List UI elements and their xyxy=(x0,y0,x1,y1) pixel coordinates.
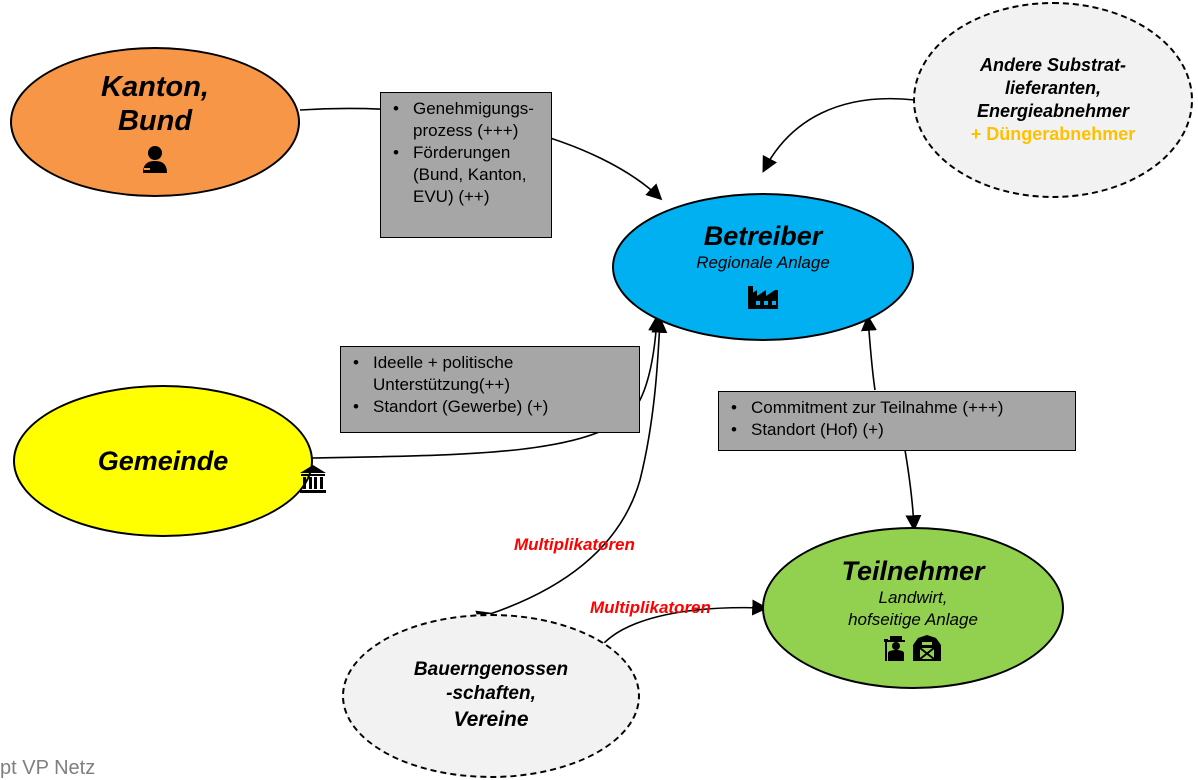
connector-andere-betreiber xyxy=(762,97,916,173)
note-box-gemeinde: Ideelle + politische Unterstützung(++) S… xyxy=(340,346,640,433)
betreiber-title: Betreiber xyxy=(703,221,823,251)
teilnehmer-title: Teilnehmer xyxy=(841,556,985,586)
connector-betreiber-teilnehmer xyxy=(904,449,922,532)
note-gemeinde-item: Standort (Gewerbe) (+) xyxy=(353,396,629,418)
andere-line2: lieferanten, xyxy=(1004,78,1102,98)
note-box-teilnehmer: Commitment zur Teilnahme (+++) Standort … xyxy=(718,391,1076,451)
label-multiplikatoren-2: Multiplikatoren xyxy=(590,598,711,617)
kanton-title-line2: Bund xyxy=(117,105,193,137)
farmer-icon xyxy=(884,636,905,661)
bauern-line3: Vereine xyxy=(453,708,529,731)
gemeinde-title: Gemeinde xyxy=(97,446,229,476)
bauern-line1: Bauerngenossen xyxy=(413,659,569,680)
andere-line3: Energieabnehmer xyxy=(976,101,1130,121)
node-gemeinde: Gemeinde xyxy=(13,385,313,537)
note-teilnehmer-item: Commitment zur Teilnahme (+++) xyxy=(731,397,1065,419)
footer-text: pt VP Netz xyxy=(0,757,96,779)
node-betreiber: Betreiber Regionale Anlage xyxy=(612,193,914,341)
node-kanton-bund: Kanton, Bund xyxy=(10,47,300,197)
andere-line4: + Düngerabnehmer xyxy=(970,124,1136,144)
node-teilnehmer: Teilnehmer Landwirt, hofseitige Anlage xyxy=(762,527,1064,689)
official-person-icon xyxy=(143,146,167,173)
note-kanton-item: Förderungen (Bund, Kanton, EVU) (++) xyxy=(393,142,541,208)
node-bauerngenossenschaften: Bauerngenossen -schaften, Vereine xyxy=(342,614,640,778)
teilnehmer-subtitle-line2: hofseitige Anlage xyxy=(848,610,978,629)
andere-line1: Andere Substrat- xyxy=(979,55,1127,75)
node-andere-substratlieferanten: Andere Substrat- lieferanten, Energieabn… xyxy=(913,2,1193,198)
connector-teilnehmer-betreiber xyxy=(860,314,877,391)
note-teilnehmer-item: Standort (Hof) (+) xyxy=(731,419,1065,441)
connector-bauern-betreiber xyxy=(475,316,668,626)
bauern-line2: -schaften, xyxy=(446,683,536,704)
betreiber-subtitle: Regionale Anlage xyxy=(696,253,830,272)
label-multiplikatoren-1: Multiplikatoren xyxy=(514,535,635,554)
barn-icon xyxy=(913,635,941,661)
note-gemeinde-item: Ideelle + politische Unterstützung(++) xyxy=(353,352,629,396)
note-kanton-item: Genehmigungs-prozess (+++) xyxy=(393,98,541,142)
note-box-kanton: Genehmigungs-prozess (+++) Förderungen (… xyxy=(380,92,552,238)
connector-bauern-teilnehmer xyxy=(597,599,769,651)
bank-building-icon xyxy=(300,465,326,493)
teilnehmer-subtitle-line1: Landwirt, xyxy=(878,588,948,607)
factory-icon xyxy=(748,286,778,309)
kanton-title-line1: Kanton, xyxy=(101,71,209,103)
